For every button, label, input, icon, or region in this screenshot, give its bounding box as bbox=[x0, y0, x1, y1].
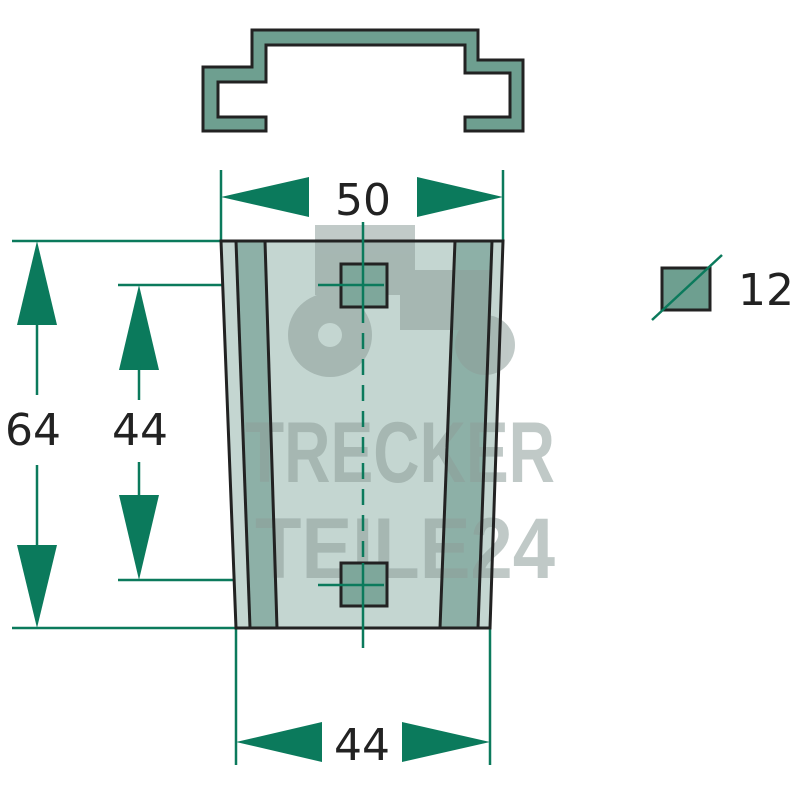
svg-text:TEILE24: TEILE24 bbox=[255, 501, 555, 597]
dim-width-bottom: 44 bbox=[334, 720, 390, 771]
profile-section bbox=[201, 28, 525, 133]
dim-hole-size: 12 bbox=[738, 265, 794, 316]
extension-lines bbox=[12, 170, 505, 765]
dim-width-top: 50 bbox=[335, 175, 391, 226]
center-lines bbox=[318, 222, 384, 648]
dimension-arrows bbox=[17, 177, 503, 762]
dim-height-total: 64 bbox=[5, 405, 61, 456]
svg-text:TRECKER: TRECKER bbox=[245, 405, 555, 501]
dim-hole-spacing: 44 bbox=[112, 405, 168, 456]
plate-edges bbox=[219, 239, 505, 630]
